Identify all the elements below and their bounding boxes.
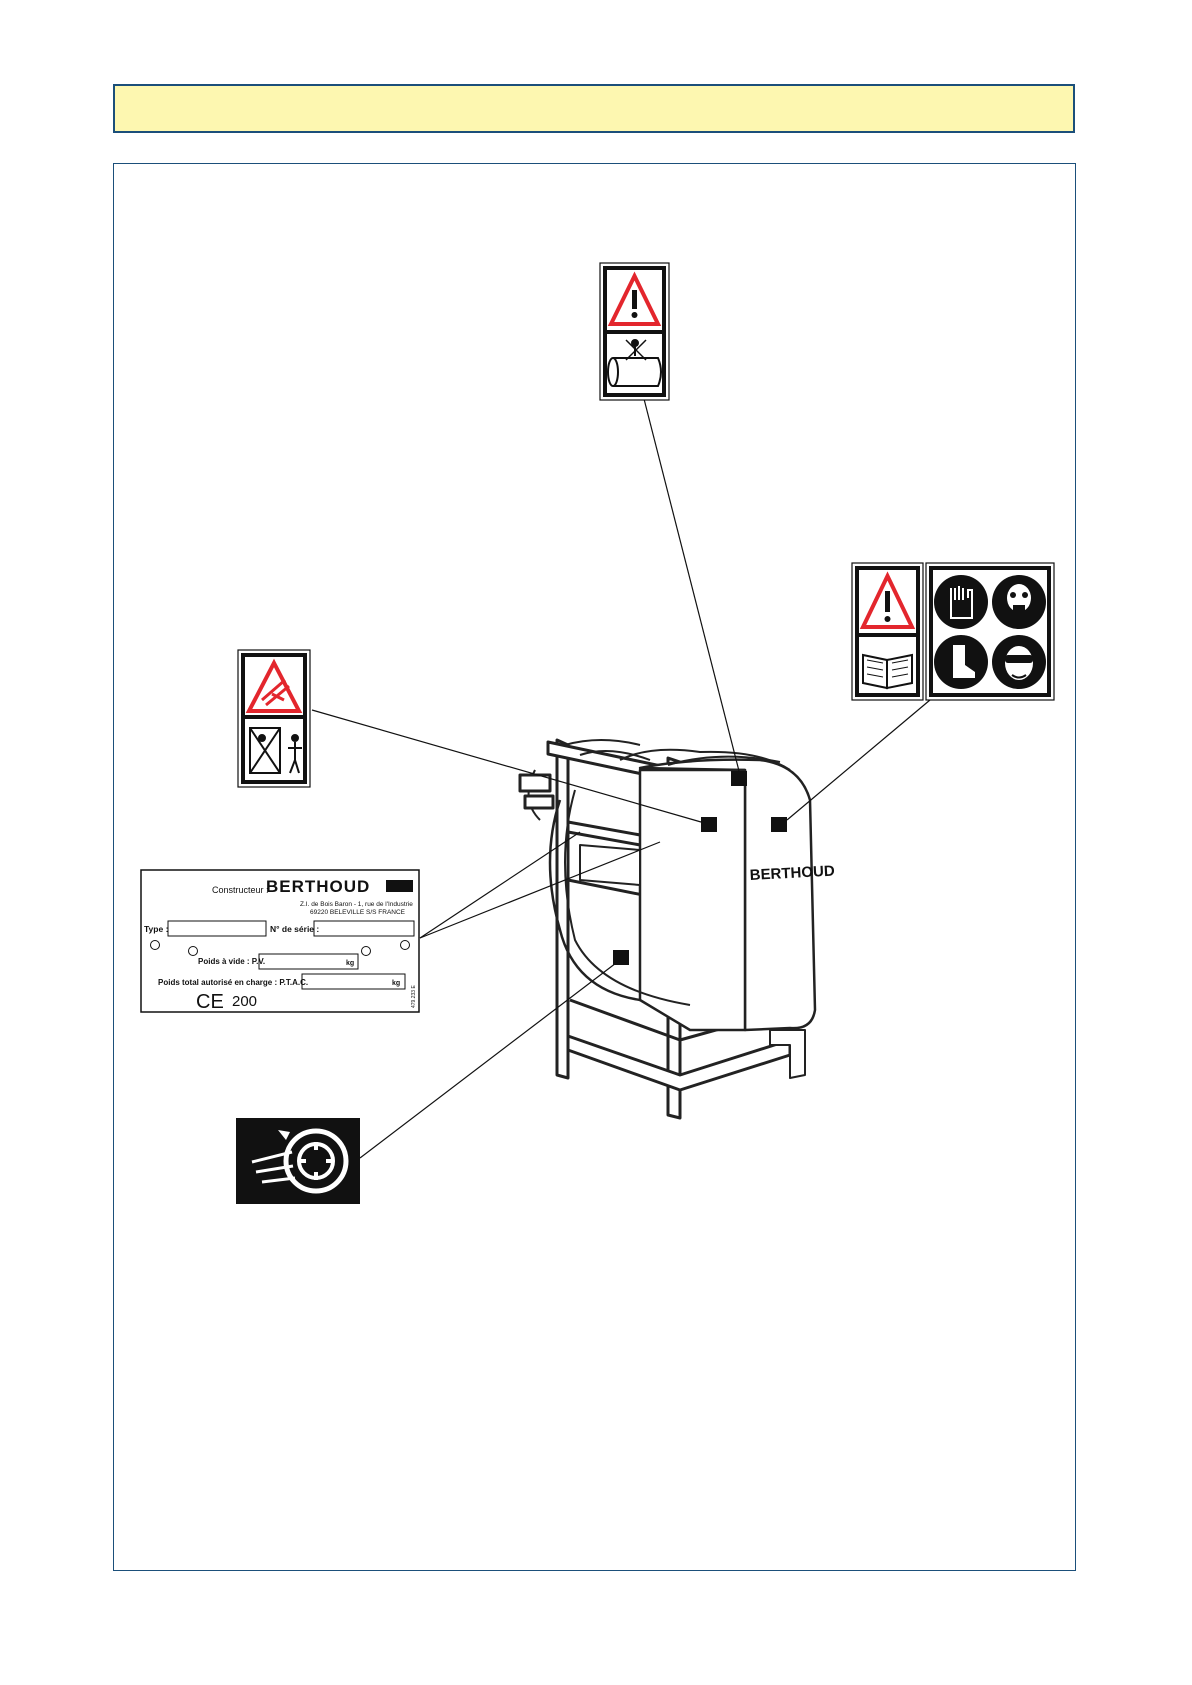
decal-read-manual (852, 563, 923, 700)
marker-tank-side (771, 817, 787, 832)
plate-empty-weight-label: Poids à vide : P.V. (198, 957, 265, 966)
plate-gvw-label: Poids total autorisé en charge : P.T.A.C… (158, 978, 308, 987)
decal-crush-hazard (238, 650, 310, 787)
plate-empty-weight-unit: kg (346, 960, 354, 967)
plate-address-line2: 69220 BELEVILLE S/S FRANCE (310, 909, 406, 916)
gloves-icon (934, 575, 988, 629)
plate-part-ref: 479.233 E (411, 985, 417, 1008)
marker-tank-top (731, 771, 747, 786)
plate-address-line1: Z.I. de Bois Baron - 1, rue de l'Industr… (300, 901, 413, 908)
decal-pto-rotation (236, 1118, 360, 1204)
plate-constructeur-label: Constructeur : (212, 885, 269, 895)
plate-brand-logo-block (386, 880, 413, 892)
read-manual-icon (863, 655, 912, 688)
plate-type-label: Type : (144, 924, 169, 934)
leader-lines (312, 395, 930, 1158)
identification-plate: Constructeur : BERTHOUD Z.I. de Bois Bar… (141, 870, 419, 1013)
marker-frame (701, 817, 717, 832)
decal-ppe (926, 563, 1054, 700)
plate-gvw-unit: kg (392, 980, 400, 987)
sprayer-brand-text: BERTHOUD (749, 863, 835, 884)
decal-no-climbing (600, 263, 669, 400)
sprayer-machine (520, 740, 815, 1118)
plate-year-prefix: 200 (232, 993, 257, 1010)
plate-serial-label: N° de série : (270, 924, 319, 934)
plate-ce-mark: CE (196, 991, 224, 1013)
plate-brand: BERTHOUD (266, 877, 370, 896)
